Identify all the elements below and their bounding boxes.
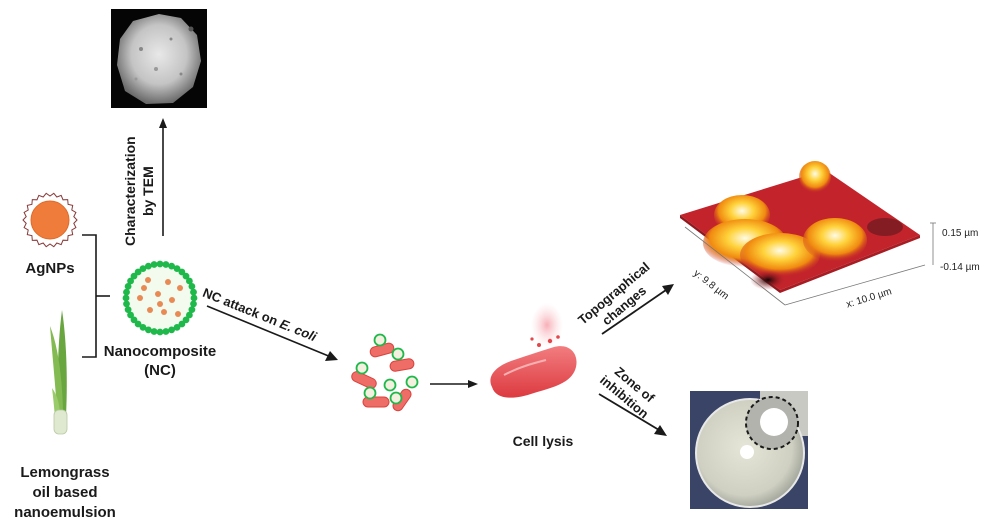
small-well — [740, 445, 754, 459]
nc-shell-bead — [188, 283, 196, 290]
lysis-cell-icon — [490, 303, 577, 398]
lemongrass-label-line2: oil based — [32, 484, 98, 501]
nc-particle — [177, 285, 183, 291]
nc-particle — [157, 301, 163, 307]
agar-plate — [695, 391, 808, 508]
tem-particle — [117, 14, 201, 104]
nanocomposite-label-line1: Nanocomposite — [103, 343, 217, 360]
nc-shell-bead — [123, 288, 130, 296]
nc-shell-bead — [127, 277, 134, 285]
nc-particle — [147, 307, 153, 313]
lemongrass-label-line3: nanoemulsion — [14, 504, 116, 521]
bacterium — [362, 396, 390, 408]
attached-nanocomposite — [355, 361, 369, 375]
lemongrass-label-line1: Lemongrass — [20, 464, 110, 481]
nc-shell-bead — [190, 288, 197, 296]
nc-shell-bead — [134, 268, 142, 276]
nc-shell-bead — [168, 326, 175, 334]
nanocomposite-label-line2: (NC) — [144, 362, 176, 379]
nc-shell-bead — [130, 316, 138, 324]
nc-shell-bead — [168, 262, 175, 270]
nc-particle — [137, 295, 143, 301]
afm-z-bottom: -0.14 µm — [940, 262, 980, 273]
attached-nanocomposite — [405, 375, 419, 389]
bacterium — [351, 371, 377, 389]
nc-shell-bead — [190, 294, 198, 302]
nc-shell-bead — [186, 277, 193, 285]
nc-shell-bead — [188, 306, 196, 313]
afm-z-top: 0.15 µm — [942, 228, 979, 239]
combine-bracket — [82, 234, 110, 358]
nc-shell-bead — [150, 261, 158, 268]
nc-particle — [175, 311, 181, 317]
nc-particle — [165, 279, 171, 285]
nc-shell-bead — [173, 265, 181, 272]
zone-arrow — [598, 393, 667, 436]
nc-shell-bead — [162, 328, 170, 335]
tem-label: Characterization by TEM — [121, 136, 157, 246]
nc-shell-bead — [139, 324, 147, 331]
inhibition-zone-ring — [745, 396, 799, 450]
nc-shell-bead — [124, 306, 132, 313]
nc-particle — [155, 291, 161, 297]
nc-shell-bead — [124, 283, 132, 290]
afm-surface — [680, 161, 936, 306]
nc-shell-bead — [145, 262, 152, 270]
nc-shell-bead — [139, 265, 147, 272]
nc-shell-bead — [190, 300, 197, 308]
nc-shell-bead — [145, 326, 152, 334]
attached-nanocomposite — [389, 391, 403, 405]
nc-shell-bead — [162, 261, 170, 268]
tem-arrow — [159, 118, 167, 236]
nc-shell-bead — [186, 311, 193, 319]
attached-nanocomposite — [383, 378, 397, 392]
nc-particle — [141, 285, 147, 291]
attached-nanocomposite — [373, 333, 387, 347]
nc-shell-bead — [173, 324, 181, 331]
nc-particle — [145, 277, 151, 283]
lysis-label: Cell lysis — [512, 433, 574, 449]
nc-shell-bead — [127, 311, 134, 319]
nc-shell-bead — [156, 260, 164, 268]
nc-shell-bead — [178, 320, 186, 328]
large-well — [760, 408, 788, 436]
nc-shell-bead — [122, 294, 130, 302]
lemongrass-icon — [50, 310, 68, 435]
nc-shell-bead — [123, 300, 130, 308]
attack-arrow — [206, 305, 338, 361]
nc-shell-bead — [182, 272, 190, 280]
attached-nanocomposite — [363, 386, 377, 400]
agnps-label: AgNPs — [25, 260, 75, 277]
lysis-arrow — [430, 380, 478, 388]
nc-particle — [161, 309, 167, 315]
tem-image — [111, 9, 207, 108]
nc-particle — [169, 297, 175, 303]
nanocomposite-label: Nanocomposite (NC) — [95, 342, 225, 380]
tem-label-line1: Characterization — [122, 136, 138, 246]
nc-shell-bead — [156, 328, 164, 336]
nc-shell-bead — [150, 328, 158, 335]
lemongrass-label: Lemongrass oil based nanoemulsion — [0, 463, 130, 523]
bacterium — [389, 358, 415, 372]
bacteria-cluster — [351, 333, 419, 412]
topo-arrow — [601, 284, 674, 335]
agnp-icon — [22, 192, 78, 248]
nanocomposite-icon — [122, 260, 198, 336]
agar-plate-photo — [690, 391, 808, 509]
attached-nanocomposite — [391, 347, 405, 361]
tem-label-line2: by TEM — [140, 166, 156, 217]
